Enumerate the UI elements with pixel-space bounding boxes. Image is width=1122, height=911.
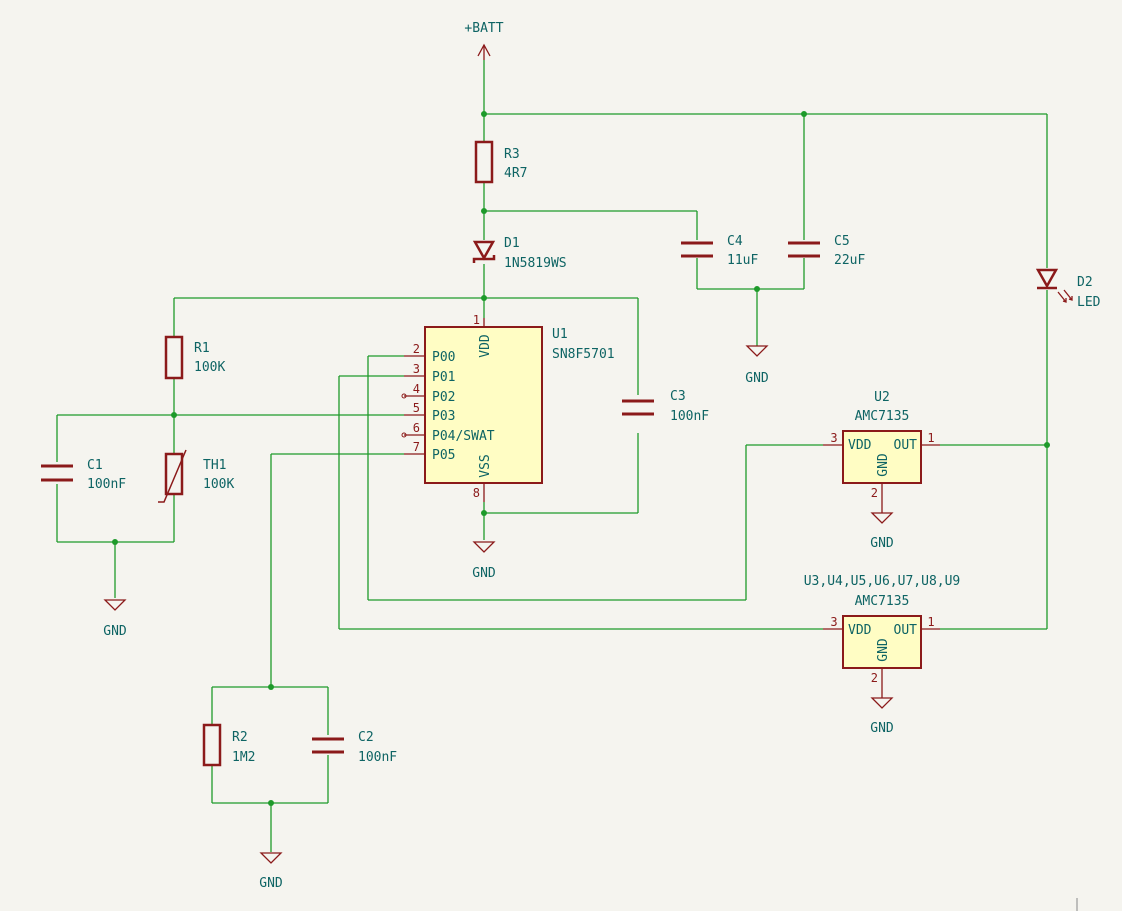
- u3-value: AMC7135: [855, 594, 910, 609]
- c2-ref: C2: [358, 730, 374, 745]
- u1-pin-name: P05: [432, 448, 455, 463]
- u1-pin-num: 3: [413, 362, 420, 376]
- resistor-r2: R2 1M2: [202, 723, 255, 767]
- batt-label: +BATT: [464, 21, 503, 36]
- th1-value: 100K: [203, 477, 234, 492]
- ic-u2: 3 1 VDD OUT GND U2 AMC7135: [823, 390, 940, 484]
- c5-ref: C5: [834, 234, 850, 249]
- u1-pin-name: P02: [432, 390, 455, 405]
- resistor-r3: R3 4R7: [474, 140, 527, 184]
- u1-value: SN8F5701: [552, 347, 615, 362]
- u1-pin-num: 2: [413, 342, 420, 356]
- u2-pin2: 2: [871, 486, 878, 500]
- c1-value: 100nF: [87, 477, 126, 492]
- batt-power-symbol: +BATT: [464, 21, 504, 60]
- u2-out-label: OUT: [894, 438, 918, 453]
- u3-gnd-label: GND: [876, 638, 891, 662]
- c5-value: 22uF: [834, 253, 865, 268]
- led-d2: D2 LED: [1035, 268, 1101, 310]
- u3-vdd-label: VDD: [848, 623, 872, 638]
- gnd-symbol-c4c5: GND: [745, 345, 769, 386]
- r2-value: 1M2: [232, 750, 255, 765]
- r3-ref: R3: [504, 147, 520, 162]
- gnd-symbol-u2: 2 GND: [870, 483, 894, 551]
- d1-value: 1N5819WS: [504, 256, 567, 271]
- c1-ref: C1: [87, 458, 103, 473]
- gnd-symbol-u1: GND: [472, 541, 496, 581]
- gnd-symbol-r2: GND: [259, 852, 283, 891]
- capacitor-c3: C3 100nF: [622, 389, 709, 424]
- capacitor-c5: C5 22uF: [788, 234, 865, 268]
- resistor-r1: R1 100K: [164, 335, 225, 380]
- c3-ref: C3: [670, 389, 686, 404]
- gnd-label: GND: [259, 876, 283, 891]
- u3-pin1: 1: [927, 615, 934, 629]
- r1-ref: R1: [194, 341, 210, 356]
- u1-ref: U1: [552, 327, 568, 342]
- u2-vdd-label: VDD: [848, 438, 872, 453]
- u3-pin2: 2: [871, 671, 878, 685]
- u3-out-label: OUT: [894, 623, 918, 638]
- d1-ref: D1: [504, 236, 520, 251]
- gnd-label: GND: [472, 566, 496, 581]
- ic-u1: 1 VDD 8 VSS 2 P00 3 P01 4 P02 5 P03 6 P0…: [401, 313, 615, 502]
- u1-pin-num: 6: [413, 421, 420, 435]
- u2-pin3: 3: [830, 431, 837, 445]
- u1-vss-pin: 8: [473, 486, 480, 500]
- gnd-symbol-c1: GND: [103, 599, 127, 639]
- junctions: [112, 111, 1050, 806]
- u1-pin-num: 5: [413, 401, 420, 415]
- d2-ref: D2: [1077, 275, 1093, 290]
- thermistor-th1: TH1 100K: [158, 449, 234, 503]
- gnd-label: GND: [103, 624, 127, 639]
- u1-pin-num: 7: [413, 440, 420, 454]
- diode-d1: D1 1N5819WS: [472, 236, 567, 271]
- capacitor-c4: C4 11uF: [681, 234, 758, 268]
- c4-value: 11uF: [727, 253, 758, 268]
- u1-vss-label: VSS: [478, 454, 493, 477]
- u1-pin-name: P03: [432, 409, 455, 424]
- u2-gnd-label: GND: [876, 453, 891, 477]
- u1-pin-name: P04/SWAT: [432, 429, 495, 444]
- u2-pin1: 1: [927, 431, 934, 445]
- r2-ref: R2: [232, 730, 248, 745]
- c4-ref: C4: [727, 234, 743, 249]
- u3-ref: U3,U4,U5,U6,U7,U8,U9: [804, 574, 961, 589]
- u1-pin-name: P00: [432, 350, 455, 365]
- th1-ref: TH1: [203, 458, 226, 473]
- u1-pin-name: P01: [432, 370, 455, 385]
- wires: [56, 60, 1048, 852]
- d2-value: LED: [1077, 295, 1101, 310]
- u1-pin-num: 4: [413, 382, 420, 396]
- r1-value: 100K: [194, 360, 225, 375]
- u1-vdd-label: VDD: [478, 334, 493, 358]
- r3-value: 4R7: [504, 166, 527, 181]
- capacitor-c1: C1 100nF: [41, 458, 126, 492]
- ic-u3-u9: 3 1 VDD OUT GND U3,U4,U5,U6,U7,U8,U9 AMC…: [804, 574, 961, 669]
- u3-pin3: 3: [830, 615, 837, 629]
- gnd-label: GND: [870, 536, 894, 551]
- c2-value: 100nF: [358, 750, 397, 765]
- gnd-symbol-u3: 2 GND: [870, 668, 894, 736]
- gnd-label: GND: [870, 721, 894, 736]
- u1-vdd-pin: 1: [473, 313, 480, 327]
- gnd-label: GND: [745, 371, 769, 386]
- u2-ref: U2: [874, 390, 890, 405]
- u2-value: AMC7135: [855, 409, 910, 424]
- c3-value: 100nF: [670, 409, 709, 424]
- capacitor-c2: C2 100nF: [312, 730, 397, 765]
